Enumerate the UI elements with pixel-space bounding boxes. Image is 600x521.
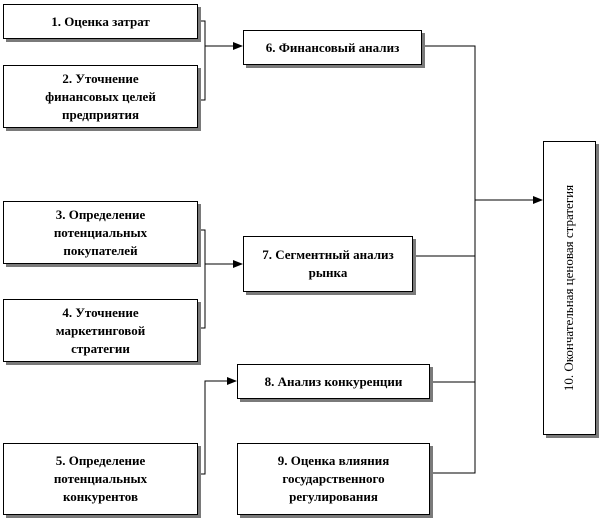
box-potential-buyers: 3. Определение потенциальных покупателей <box>3 201 198 264</box>
box-marketing-strategy: 4. Уточнение маркетинговой стратегии <box>3 299 198 362</box>
box-competition-analysis: 8. Анализ конкуренции <box>237 364 430 399</box>
edge-b9-b10 <box>430 200 476 474</box>
edge-b1-b6 <box>198 20 206 46</box>
box-potential-competitors: 5. Определение потенциальных конкурентов <box>3 443 198 515</box>
edge-b6-b10 <box>422 45 476 200</box>
box-financial-analysis: 6. Финансовый анализ <box>243 30 422 65</box>
box-financial-goals: 2. Уточнение финансовых целей предприяти… <box>3 65 198 128</box>
box-market-segment-analysis: 7. Сегментный анализ рынка <box>243 236 413 292</box>
edge-b4-b7 <box>198 264 206 329</box>
edge-b5-b8 <box>198 377 237 475</box>
box-cost-estimation: 1. Оценка затрат <box>3 4 198 39</box>
box-regulation-impact: 9. Оценка влияния государственного регул… <box>237 443 430 515</box>
edge-b2-b6 <box>198 46 206 101</box>
edge-b3-b7 <box>198 229 206 264</box>
final-pricing-strategy-label: 10. Окончательная ценовая стратегия <box>561 184 577 392</box>
box-final-pricing-strategy: 10. Окончательная ценовая стратегия <box>543 141 596 435</box>
